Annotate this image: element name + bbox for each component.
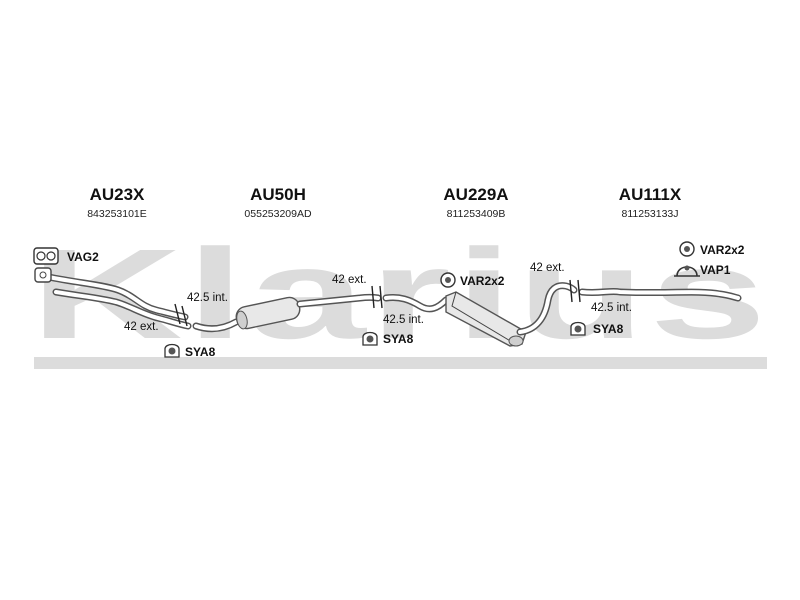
rubber-mount-icon [679, 241, 695, 257]
clamp-icon [164, 343, 180, 358]
rubber-mount-icon [440, 272, 456, 288]
watermark-bar [34, 357, 767, 369]
clamp-icon [570, 321, 586, 336]
hanger-right-label: VAP1 [700, 263, 731, 277]
clamp-mid-label: SYA8 [383, 332, 414, 346]
tail-pipe [578, 287, 742, 302]
hanger-icon [674, 265, 700, 277]
part-code-2: AU50H [250, 185, 306, 204]
rubber-mid-label: VAR2x2 [460, 274, 505, 288]
gasket-icon [33, 247, 59, 265]
joint-2 [371, 285, 383, 309]
gasket-label: VAG2 [67, 250, 99, 264]
clamp-right-label: SYA8 [593, 322, 624, 336]
joint-3 [569, 279, 581, 303]
joint-1-int-label: 42.5 int. [187, 292, 228, 304]
clamp-icon [362, 331, 378, 346]
clamp-left-label: SYA8 [185, 345, 216, 359]
part-code-3: AU229A [443, 185, 508, 204]
front-pipe [34, 267, 192, 330]
part-number-4: 811253133J [621, 208, 678, 220]
joint-3-int-label: 42.5 int. [591, 302, 632, 314]
joint-2-int-label: 42.5 int. [383, 314, 424, 326]
joint-1-ext-label: 42 ext. [124, 321, 159, 333]
manifold-flange-icon [34, 267, 52, 283]
rear-box-pipe [382, 282, 578, 347]
part-number-1: 843253101E [87, 208, 147, 220]
part-number-2: 055253209AD [244, 208, 312, 220]
rubber-right-label: VAR2x2 [700, 243, 745, 257]
joint-2-ext-label: 42 ext. [332, 274, 367, 286]
joint-1 [174, 303, 188, 327]
joint-3-ext-label: 42 ext. [530, 262, 565, 274]
part-code-4: AU111X [619, 185, 682, 204]
part-number-3: 811253409B [447, 208, 506, 220]
part-code-1: AU23X [90, 185, 145, 204]
